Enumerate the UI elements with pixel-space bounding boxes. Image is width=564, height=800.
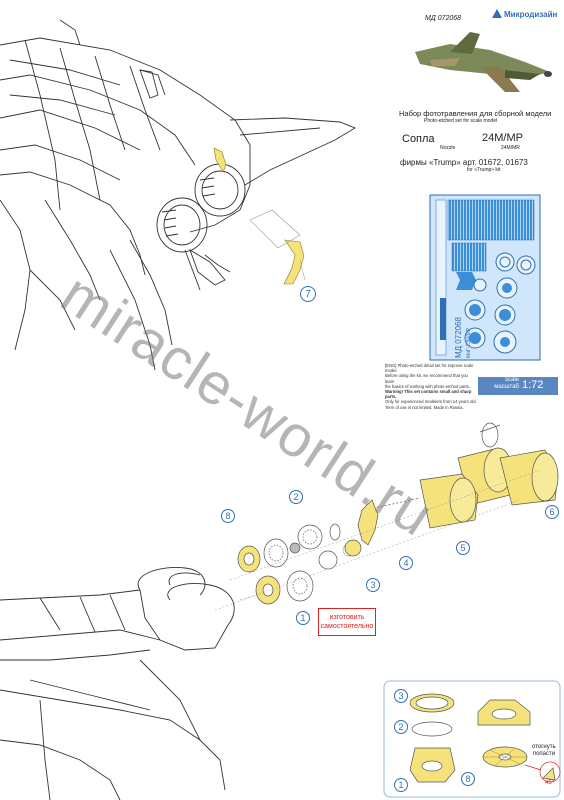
scale-label-ru: масштаб <box>494 384 519 390</box>
fret-code: МД 072068 <box>454 317 463 358</box>
make-yourself-note: изготовить самостоятельно <box>318 608 376 636</box>
pe-part-7-guide <box>249 209 301 249</box>
callout-2: 2 <box>289 490 303 504</box>
model-name-en: 24M/MR <box>501 145 520 151</box>
fine-line: Term of use is not limited. Made in Russ… <box>385 404 464 410</box>
callout-4: 4 <box>399 556 413 570</box>
fine-line: Only for experienced modelers from 14 ye… <box>385 399 477 405</box>
callout-8: 8 <box>221 509 235 523</box>
fine-line: the basics of working with photo-etched … <box>385 383 470 389</box>
scale-label-en: scale <box>504 377 519 383</box>
callout-7: 7 <box>300 286 316 302</box>
make-yourself-line2: самостоятельно <box>320 623 374 630</box>
brand-name: Микродизайн <box>504 10 558 19</box>
inset-callout-1: 1 <box>394 778 408 792</box>
bend-note: отогнуть лопасти <box>532 744 556 758</box>
bend-note-line2: лопасти <box>532 751 556 757</box>
brand-mark-icon <box>492 9 502 18</box>
inset-callout-8: 8 <box>461 772 475 786</box>
scale-bar <box>478 377 558 395</box>
inset-callout-2: 2 <box>394 720 408 734</box>
fine-line: Warning! This set contains small and sha… <box>385 389 472 400</box>
aircraft-photo <box>415 32 552 92</box>
callout-3: 3 <box>366 578 380 592</box>
bend-note-line1: отогнуть <box>532 744 556 750</box>
fine-line: Before using the kit, we recommend that … <box>385 373 468 384</box>
fuselage-bottom-drawing <box>0 567 235 800</box>
fret-small-label: МиГ-23М/МР <box>466 328 472 358</box>
pe-fret <box>429 194 541 361</box>
pe-part-7 <box>213 147 305 285</box>
scale-label: scale масштаб <box>481 377 519 391</box>
inset-callout-3: 3 <box>394 689 408 703</box>
fine-line: [ENG] Photo-etched detail set for improv… <box>385 363 474 374</box>
exploded-nozzle-assembly <box>214 422 559 611</box>
bend-angle: 45° <box>545 780 555 786</box>
title-en: Photo-etched set for scale model <box>424 118 498 124</box>
callout-1: 1 <box>296 611 310 625</box>
model-name: 24М/МР <box>482 132 523 144</box>
maker-ru: фирмы «Trump» арт. 01672, 01673 <box>400 158 528 167</box>
maker-en: for «Trump» kit <box>467 167 501 173</box>
article-code: МД 072068 <box>425 15 462 22</box>
part-name-ru: Сопла <box>402 133 435 145</box>
detail-inset-panel <box>383 680 561 798</box>
aircraft-rear-drawing <box>0 19 357 371</box>
callout-6: 6 <box>545 505 559 519</box>
brand-logo: Микродизайн <box>492 9 557 19</box>
title-ru: Набор фототравления для сборной модели <box>399 109 552 118</box>
fine-print: [ENG] Photo-etched detail set for improv… <box>385 363 477 410</box>
scale-value: 1:72 <box>522 379 544 391</box>
part-name-en: Nozzle <box>440 145 456 151</box>
callout-5: 5 <box>456 541 470 555</box>
make-yourself-line1: изготовить <box>329 614 365 621</box>
